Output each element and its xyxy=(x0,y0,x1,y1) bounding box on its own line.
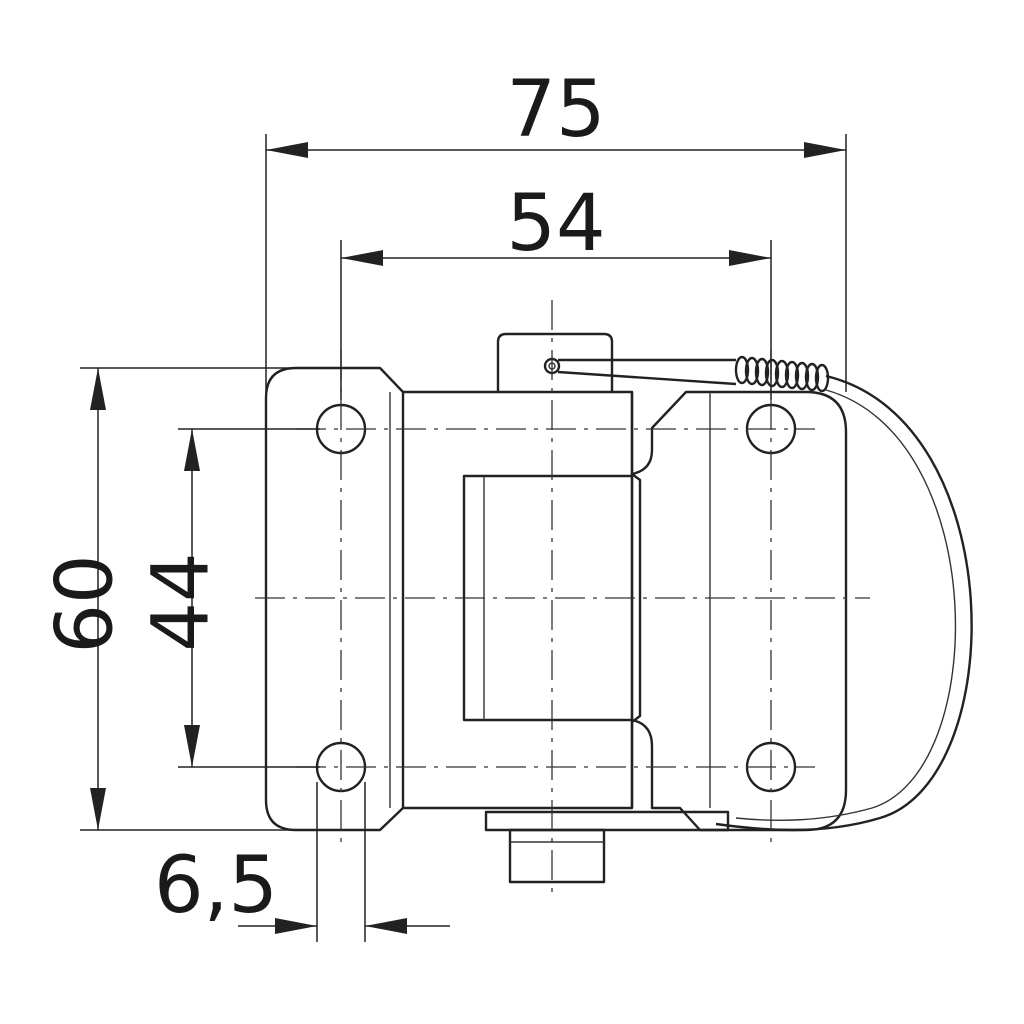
dimension-label-6-5: 6,5 xyxy=(154,841,278,931)
dimension-label-60: 60 xyxy=(40,554,130,653)
retaining-wire-loop-inner xyxy=(735,389,957,821)
top-pin-head xyxy=(496,332,614,392)
dimension-label-54: 54 xyxy=(506,179,605,269)
hinge-body xyxy=(264,332,973,884)
retaining-wire-loop xyxy=(715,374,973,832)
dimension-hole-spacing-x: 54 xyxy=(340,179,772,400)
center-lines xyxy=(255,300,870,895)
lanyard-wire-lower xyxy=(557,370,737,386)
bottom-pin xyxy=(508,828,606,884)
dimension-hole-spacing-y: 44 xyxy=(136,428,320,768)
right-leaf-plate xyxy=(631,390,848,832)
dimension-label-44: 44 xyxy=(136,552,226,651)
coil-spring xyxy=(734,355,830,393)
bottom-washer xyxy=(484,810,730,832)
dimension-overall-width: 75 xyxy=(265,65,847,392)
dimension-hole-diameter: 6,5 xyxy=(154,782,450,942)
dimension-label-75: 75 xyxy=(506,65,605,155)
hinge-knuckle xyxy=(403,390,642,810)
dimension-overall-height: 60 xyxy=(40,367,296,831)
left-leaf-plate xyxy=(264,366,405,832)
